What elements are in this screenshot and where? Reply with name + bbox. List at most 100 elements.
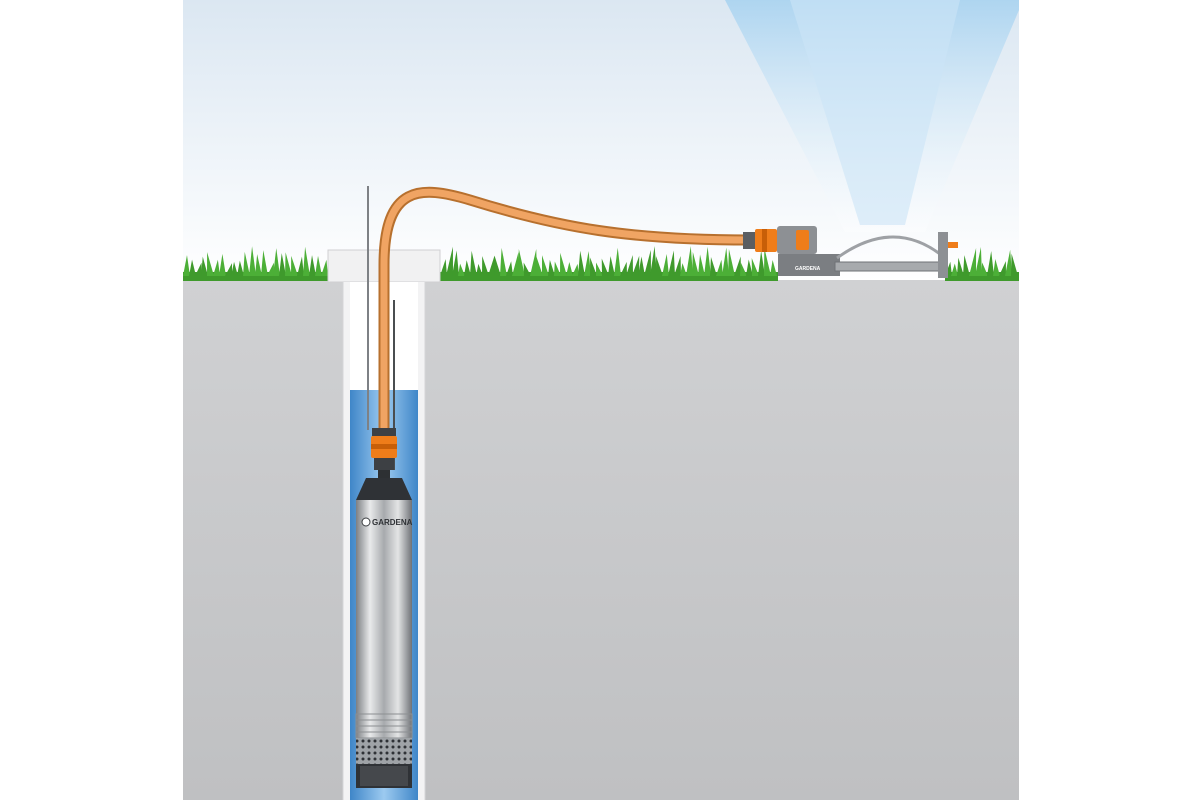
grass-blade bbox=[267, 262, 274, 276]
oscillating-sprinkler: GARDENA bbox=[743, 226, 958, 278]
grass-blade bbox=[321, 259, 328, 276]
garden-hose-fill bbox=[380, 188, 754, 434]
grass-blade bbox=[758, 250, 765, 276]
grass-blade bbox=[728, 249, 735, 276]
grass-blade bbox=[523, 262, 531, 276]
grass-blade bbox=[518, 249, 525, 276]
grass-blade bbox=[285, 252, 292, 276]
grass-blade bbox=[458, 263, 465, 276]
grass-blade bbox=[650, 246, 657, 276]
grass-blade bbox=[596, 262, 603, 276]
grass-blade bbox=[608, 256, 615, 276]
grass-blade bbox=[578, 250, 585, 276]
grass-blade bbox=[309, 255, 316, 276]
grass-blade bbox=[207, 252, 214, 276]
grass-blade bbox=[548, 259, 555, 276]
grass-blade bbox=[704, 246, 711, 276]
grass-blade bbox=[686, 246, 693, 276]
grass-blade bbox=[734, 256, 741, 276]
grass-base bbox=[440, 272, 778, 281]
grass-blade bbox=[261, 250, 268, 276]
grass-blade bbox=[698, 254, 705, 276]
grass-blade bbox=[969, 248, 977, 276]
grass-blade bbox=[680, 263, 687, 276]
grass-blade bbox=[488, 255, 495, 276]
grass-blade bbox=[987, 250, 994, 276]
grass-blade bbox=[476, 263, 483, 276]
grass-blade bbox=[315, 255, 322, 276]
grass-blade bbox=[219, 253, 226, 276]
grass-blade bbox=[951, 263, 958, 276]
grass-blade bbox=[273, 248, 280, 276]
grass-blade bbox=[662, 254, 669, 276]
grass-blade bbox=[470, 250, 477, 276]
grass-blade bbox=[632, 255, 640, 276]
grass-blade bbox=[981, 262, 988, 276]
grass-blade bbox=[993, 259, 1000, 276]
grass-blade bbox=[440, 259, 447, 276]
water-spray-inner bbox=[790, 0, 960, 225]
grass-blade bbox=[957, 257, 964, 276]
grass-blade bbox=[740, 262, 747, 276]
grass-blade bbox=[668, 250, 675, 276]
grass-blade bbox=[243, 251, 250, 276]
grass-blade bbox=[770, 259, 777, 276]
grass-blade bbox=[506, 261, 513, 276]
submersible-pump: GARDENA bbox=[355, 478, 413, 788]
grass-blade bbox=[716, 259, 723, 276]
grass-blade bbox=[535, 255, 543, 276]
grass-blade bbox=[751, 258, 759, 276]
grass-blade bbox=[572, 263, 579, 276]
grass-blade bbox=[231, 261, 238, 276]
grass-blade bbox=[560, 252, 567, 276]
grass-blade bbox=[291, 255, 298, 276]
grass-blade bbox=[195, 262, 202, 276]
grass-blade bbox=[601, 258, 609, 276]
grass-blade bbox=[1005, 249, 1012, 276]
grass-blade bbox=[494, 255, 501, 276]
grass-blade bbox=[999, 261, 1006, 276]
grass-blade bbox=[464, 260, 471, 276]
grass-blade bbox=[590, 257, 597, 276]
grass-blade bbox=[644, 249, 651, 276]
grass-strip bbox=[183, 246, 1019, 281]
grass-blade bbox=[482, 256, 489, 276]
grass-blade bbox=[452, 250, 459, 276]
grass-blade bbox=[722, 247, 729, 276]
frame-left bbox=[0, 0, 183, 800]
grass-blade bbox=[542, 255, 549, 276]
grass-base bbox=[945, 272, 1019, 281]
grass-blade bbox=[638, 256, 645, 276]
grass-blade bbox=[255, 254, 262, 276]
grass-blade bbox=[620, 261, 627, 276]
grass-blade bbox=[303, 246, 310, 276]
grass-blade bbox=[279, 253, 286, 276]
grass-blade bbox=[746, 259, 753, 276]
grass-blade bbox=[189, 259, 196, 276]
frame-right bbox=[1019, 0, 1200, 800]
grass-blade bbox=[237, 260, 244, 276]
grass-blade bbox=[249, 246, 256, 276]
pump-hose-connector bbox=[371, 428, 397, 478]
grass-blade bbox=[566, 262, 573, 276]
sprinkler-logo: GARDENA bbox=[795, 266, 821, 272]
grass-blade bbox=[201, 256, 208, 276]
grass-blade bbox=[764, 247, 771, 276]
logo-mark-icon bbox=[361, 517, 371, 527]
grass-base bbox=[183, 272, 328, 281]
grass-blade bbox=[297, 256, 304, 276]
grass-blade bbox=[584, 251, 591, 276]
grass-blade bbox=[1011, 253, 1018, 276]
grass-blade bbox=[626, 255, 633, 276]
grass-blade bbox=[614, 247, 621, 276]
grass-blade bbox=[500, 247, 507, 276]
pump-logo: GARDENA bbox=[372, 518, 413, 527]
grass-blade bbox=[213, 259, 220, 276]
grass-blade bbox=[183, 255, 190, 276]
grass-blade bbox=[554, 261, 561, 276]
grass-blade bbox=[512, 252, 519, 276]
grass-blade bbox=[710, 256, 717, 276]
grass-blade bbox=[963, 255, 970, 276]
grass-blade bbox=[656, 256, 663, 276]
